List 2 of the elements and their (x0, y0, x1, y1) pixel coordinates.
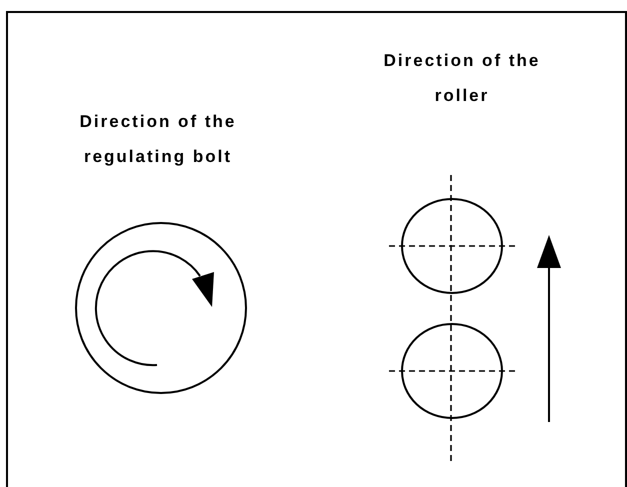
heading-label: Direction of the regulating bolt (78, 111, 238, 168)
heading-label: Direction of the roller (382, 50, 542, 107)
